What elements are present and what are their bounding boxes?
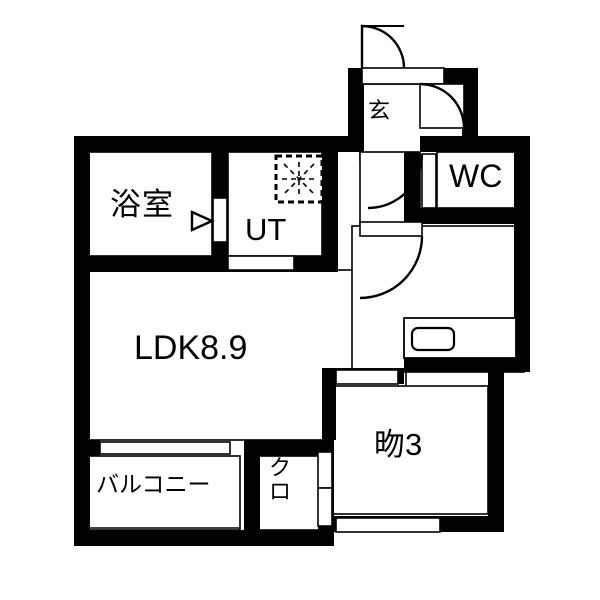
closet-door-panel-lower — [317, 487, 333, 527]
wall-bath-ut-partition-lower — [212, 240, 228, 260]
room-label-bathroom: 浴室 — [110, 187, 174, 222]
hall-ldk-door-opening — [359, 221, 423, 237]
washing-machine-symbol — [274, 154, 324, 204]
room-label-genkan: 玄 — [368, 98, 391, 123]
wall-exterior-bottom-left — [74, 530, 244, 546]
door-openings — [99, 67, 465, 533]
closet-outline — [257, 455, 321, 531]
kitchen-sink — [410, 326, 456, 352]
wall-wc-right — [514, 136, 530, 222]
door-swing-arcs — [359, 24, 466, 300]
wall-genkan-left — [348, 68, 364, 152]
genkan-inner-door-arc — [419, 82, 466, 129]
wall-exterior-top — [74, 136, 364, 152]
wall-genkan-bottom-right — [420, 136, 436, 152]
genkan-inner-door-leaf — [419, 83, 465, 129]
wall-exterior-right — [514, 208, 530, 372]
ut-sliding-door-leaf — [227, 255, 295, 271]
wc-door-arc — [367, 153, 424, 210]
wall-bath-ut-partition — [212, 152, 228, 198]
closet-label-line-2: ロ — [269, 478, 292, 504]
entrance-door-threshold — [361, 67, 445, 85]
hall-ldk-door-arc — [359, 235, 424, 300]
wall-wc-bottom — [420, 208, 530, 224]
room-label-wc: WC — [449, 158, 503, 194]
wall-hall-right — [404, 152, 420, 226]
room-label-ldk: LDK8.9 — [134, 329, 248, 367]
wc-door-leaf — [421, 153, 437, 209]
wall-bottom-mid — [244, 530, 334, 546]
balcony-window-leaf — [99, 441, 231, 455]
room-label-western: 昒3 — [374, 427, 423, 462]
wall-closet-left — [244, 440, 260, 546]
wall-closet-top — [244, 440, 334, 456]
wall-genkan-right — [462, 68, 478, 152]
entrance-door-arc — [360, 24, 406, 69]
bath-door-arrow — [190, 210, 215, 232]
wall-ut-hall-partition — [322, 152, 338, 272]
fixtures — [90, 154, 517, 529]
wall-right-step-bottom — [404, 356, 530, 372]
wall-western-left-stub — [322, 384, 336, 440]
wall-western-right — [488, 372, 504, 532]
kitchen-counter — [403, 317, 517, 359]
western-top-door-leaf — [335, 369, 399, 385]
wall-wc-top — [420, 136, 530, 152]
room-label-balcony: バルコニー — [96, 471, 211, 497]
closet-label-line-1: ク — [269, 455, 292, 480]
bath-room-outline — [87, 151, 213, 257]
room-label-closet: ク ロ — [269, 456, 291, 504]
bath-folding-door-leaf — [212, 197, 228, 243]
room-label-ut: UT — [245, 212, 287, 247]
closet-door-panel-upper — [317, 451, 333, 489]
western-bottom-door-leaf — [335, 517, 441, 533]
wall-balcony-threshold — [74, 440, 100, 456]
wall-exterior-left — [74, 136, 90, 546]
